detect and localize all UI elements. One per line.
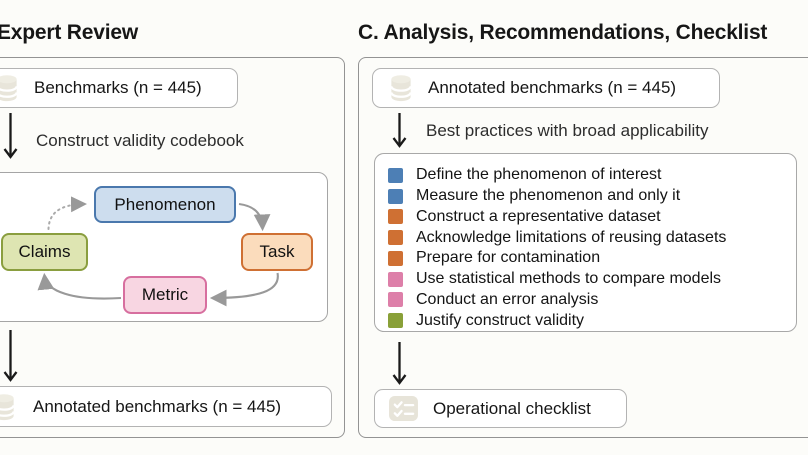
list-item-label: Prepare for contamination <box>416 249 601 267</box>
list-item: Prepare for contamination <box>388 248 796 269</box>
list-item: Acknowledge limitations of reusing datas… <box>388 227 796 248</box>
left-panel-frame <box>0 57 345 438</box>
cycle-node-claims-label: Claims <box>18 242 71 261</box>
list-item: Construct a representative dataset <box>388 207 796 228</box>
bullet-square <box>388 292 403 308</box>
right-step-label: Best practices with broad applicability <box>426 121 709 140</box>
bullet-square <box>388 188 403 204</box>
operational-checklist-box: Operational checklist <box>374 389 627 428</box>
best-practices-list: Define the phenomenon of interest Measur… <box>374 153 797 332</box>
cycle-node-claims: Claims <box>1 233 88 271</box>
bullet-square <box>388 230 403 246</box>
list-item-label: Measure the phenomenon and only it <box>416 187 681 205</box>
list-item: Measure the phenomenon and only it <box>388 186 796 207</box>
bullet-square <box>388 167 403 183</box>
database-icon <box>390 75 412 102</box>
database-icon <box>0 393 15 420</box>
list-item-label: Justify construct validity <box>416 311 585 329</box>
annotated-benchmarks-right-label: Annotated benchmarks (n = 445) <box>428 78 677 97</box>
list-item-label: Acknowledge limitations of reusing datas… <box>416 228 727 246</box>
cycle-node-metric-label: Metric <box>141 285 189 304</box>
list-item-label: Construct a representative dataset <box>416 207 661 225</box>
cycle-node-phenomenon: Phenomenon <box>94 186 236 223</box>
bullet-square <box>388 250 403 266</box>
down-arrow-icon <box>392 113 407 148</box>
bullet-square <box>388 313 403 329</box>
cycle-node-phenomenon-label: Phenomenon <box>114 194 216 214</box>
cycle-node-task-label: Task <box>259 242 295 261</box>
annotated-benchmarks-box-right: Annotated benchmarks (n = 445) <box>372 68 720 108</box>
right-panel-title: C. Analysis, Recommendations, Checklist <box>358 21 768 44</box>
benchmarks-box-label: Benchmarks (n = 445) <box>34 78 202 97</box>
bullet-square <box>388 209 403 225</box>
list-item-label: Define the phenomenon of interest <box>416 166 662 184</box>
cycle-node-metric: Metric <box>123 276 207 314</box>
benchmarks-box: Benchmarks (n = 445) <box>0 68 238 108</box>
left-step-label: Construct validity codebook <box>36 131 244 150</box>
right-panel-frame <box>358 57 808 438</box>
left-panel-title: Expert Review <box>0 21 138 44</box>
list-item: Conduct an error analysis <box>388 290 796 311</box>
bullet-square <box>388 271 403 287</box>
operational-checklist-label: Operational checklist <box>433 398 591 418</box>
down-arrow-icon <box>3 330 18 382</box>
down-arrow-icon <box>3 113 18 159</box>
cycle-node-task: Task <box>241 233 313 271</box>
checklist-icon <box>389 395 418 422</box>
database-icon <box>0 75 18 102</box>
list-item-label: Use statistical methods to compare model… <box>416 270 722 288</box>
annotated-benchmarks-left-label: Annotated benchmarks (n = 445) <box>33 396 282 416</box>
down-arrow-icon <box>392 342 407 385</box>
list-item-label: Conduct an error analysis <box>416 290 599 308</box>
annotated-benchmarks-box-left: Annotated benchmarks (n = 445) <box>0 386 332 427</box>
list-item: Define the phenomenon of interest <box>388 165 796 186</box>
list-item: Justify construct validity <box>388 310 796 331</box>
list-item: Use statistical methods to compare model… <box>388 269 796 290</box>
